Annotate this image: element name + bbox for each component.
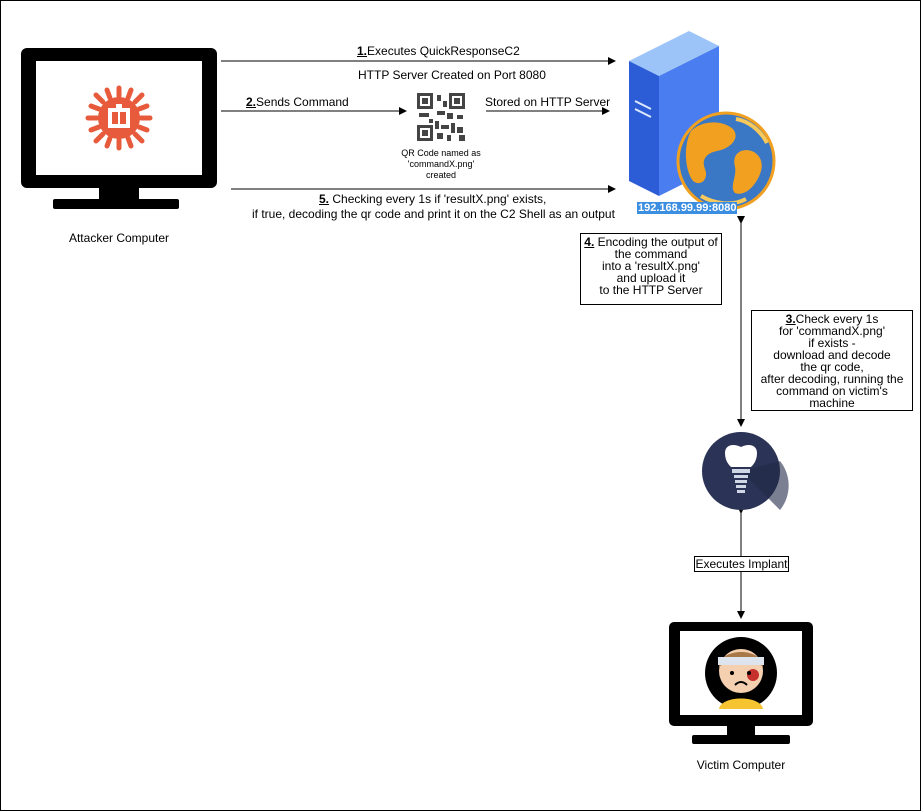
qr-code-icon xyxy=(417,93,465,141)
step2-text: Sends Command xyxy=(256,95,349,109)
step4-line: to the HTTP Server xyxy=(599,283,703,297)
step4-line: the command xyxy=(614,247,688,261)
qr-caption-line: QR Code named as xyxy=(401,148,481,158)
qr-caption-line: 'commandX.png' xyxy=(407,159,475,169)
step3-box: 3.Check every 1s for 'commandX.png' if e… xyxy=(751,310,913,411)
step5-line1: 5. Checking every 1s if 'resultX.png' ex… xyxy=(319,192,546,206)
step3-first: Check every 1s xyxy=(795,312,879,326)
step3-number: 3. xyxy=(785,312,796,326)
step4-line: Encoding the output of xyxy=(594,235,718,249)
malware-bug-icon xyxy=(85,85,153,151)
step2-label: 2.Sends Command xyxy=(246,95,349,109)
step3-line: after decoding, running the xyxy=(760,372,904,386)
step4-number: 4. xyxy=(584,235,595,249)
step1-sub-label: HTTP Server Created on Port 8080 xyxy=(358,68,546,82)
step3-line: if exists - xyxy=(808,336,856,350)
step4-line: into a 'resultX.png' xyxy=(602,259,700,273)
step3-line: for 'commandX.png' xyxy=(779,324,885,338)
step4-line: and upload it xyxy=(616,271,686,285)
step5-line2: if true, decoding the qr code and print … xyxy=(252,207,615,221)
injured-person-icon xyxy=(705,637,777,709)
step3-line: command on victim's machine xyxy=(776,384,888,410)
step3-line: download and decode xyxy=(773,348,891,362)
step1-number: 1. xyxy=(357,44,368,58)
tooth-implant-icon xyxy=(702,432,789,510)
executes-implant-label: Executes Implant xyxy=(694,556,789,572)
attacker-computer-label: Attacker Computer xyxy=(68,231,170,245)
step3-line: the qr code, xyxy=(800,360,864,374)
step5-text: Checking every 1s if 'resultX.png' exist… xyxy=(329,192,547,206)
qr-caption-line: created xyxy=(425,170,457,180)
qr-caption: QR Code named as 'commandX.png' created xyxy=(385,148,497,181)
victim-computer-label: Victim Computer xyxy=(696,758,786,772)
stored-label: Stored on HTTP Server xyxy=(485,95,611,109)
step4-box: 4. Encoding the output of the command in… xyxy=(580,233,722,305)
step1-label: 1.Executes QuickResponseC2 xyxy=(357,44,520,58)
step5-number: 5. xyxy=(319,192,330,206)
step2-number: 2. xyxy=(246,95,257,109)
server-ip-label: 192.168.99.99:8080 xyxy=(637,202,738,214)
web-server-globe-icon xyxy=(629,31,776,211)
step1-text: Executes QuickResponseC2 xyxy=(367,44,520,58)
